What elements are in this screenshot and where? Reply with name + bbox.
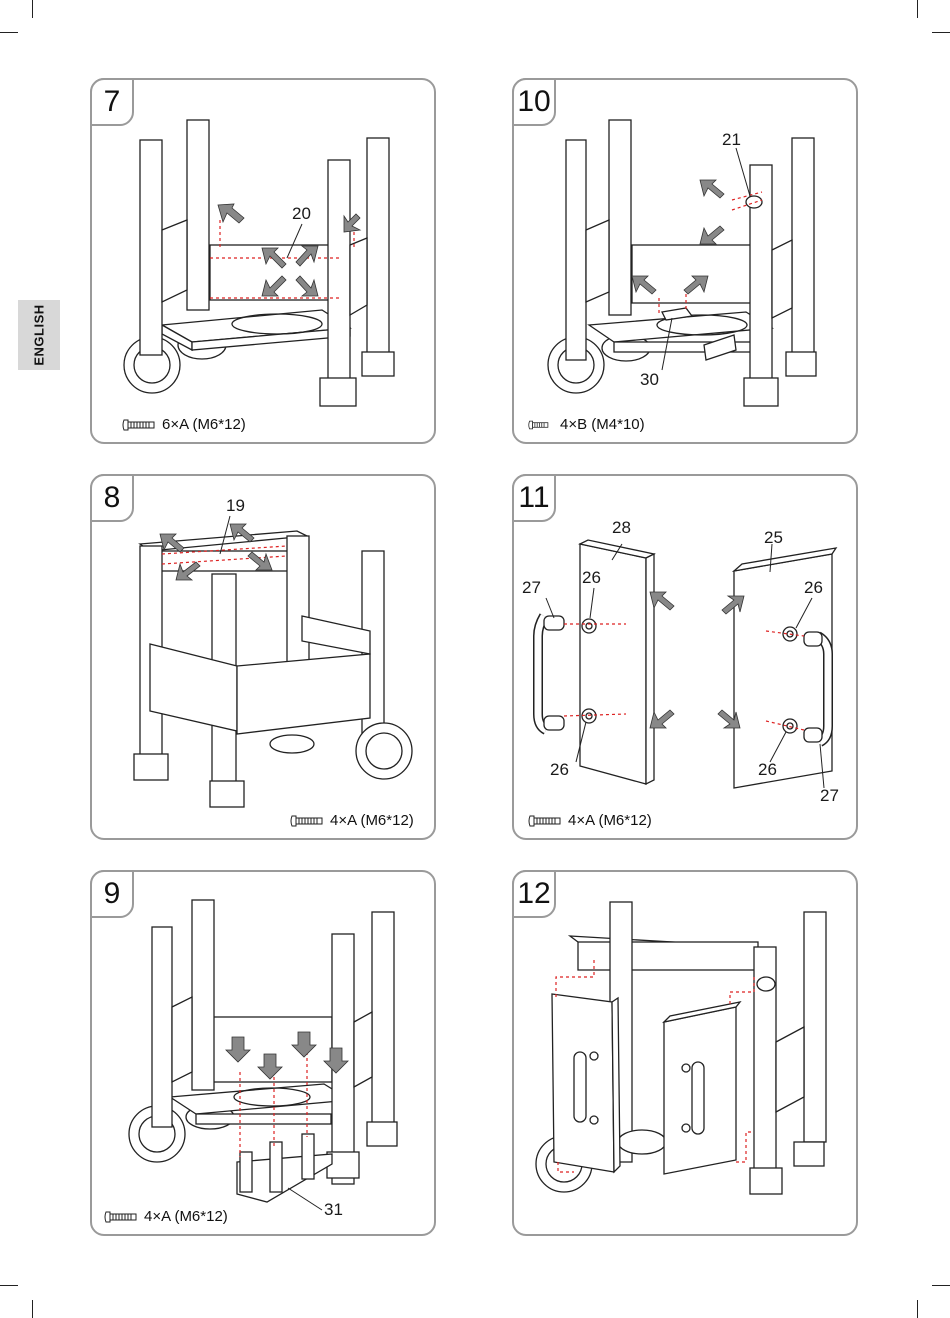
crop-mark <box>0 32 18 33</box>
step-12-illustration <box>514 872 856 1234</box>
crop-mark <box>932 32 950 33</box>
step-11-number: 11 <box>512 474 556 522</box>
step-11-illustration <box>514 476 856 838</box>
screw-icon <box>528 417 554 433</box>
step-9-illustration <box>92 872 434 1234</box>
step-10-panel: 10 21 30 4×B (M4*10) <box>512 78 858 444</box>
part-label-26: 26 <box>758 760 777 780</box>
screw-icon <box>528 813 562 829</box>
step-8-number: 8 <box>90 474 134 522</box>
part-label-19: 19 <box>226 496 245 516</box>
crop-mark <box>917 0 918 18</box>
step-10-illustration <box>514 80 856 442</box>
part-label-25: 25 <box>764 528 783 548</box>
step-7-panel: 7 20 6×A (M6*12) <box>90 78 436 444</box>
part-label-26: 26 <box>582 568 601 588</box>
step-12-number: 12 <box>512 870 556 918</box>
step-7-number: 7 <box>90 78 134 126</box>
step-7-screw-note: 6×A (M6*12) <box>122 416 246 433</box>
crop-mark <box>0 1285 18 1286</box>
step-11-screw-note: 4×A (M6*12) <box>528 812 652 829</box>
step-10-screw-text: 4×B (M4*10) <box>560 416 645 433</box>
step-12-panel: 12 <box>512 870 858 1236</box>
part-label-28: 28 <box>612 518 631 538</box>
part-label-26: 26 <box>550 760 569 780</box>
step-7-illustration <box>92 80 434 442</box>
step-7-screw-text: 6×A (M6*12) <box>162 416 246 433</box>
step-10-number: 10 <box>512 78 556 126</box>
step-8-screw-note: 4×A (M6*12) <box>290 812 414 829</box>
step-11-screw-text: 4×A (M6*12) <box>568 812 652 829</box>
screw-icon <box>290 813 324 829</box>
part-label-27: 27 <box>522 578 541 598</box>
screw-icon <box>122 417 156 433</box>
crop-mark <box>32 0 33 18</box>
crop-mark <box>917 1300 918 1318</box>
language-tab: ENGLISH <box>18 300 60 370</box>
step-9-screw-note: 4×A (M6*12) <box>104 1208 228 1225</box>
part-label-30: 30 <box>640 370 659 390</box>
step-8-illustration <box>92 476 434 838</box>
step-10-screw-note: 4×B (M4*10) <box>528 416 645 433</box>
part-label-21: 21 <box>722 130 741 150</box>
crop-mark <box>32 1300 33 1318</box>
part-label-31: 31 <box>324 1200 343 1220</box>
step-8-screw-text: 4×A (M6*12) <box>330 812 414 829</box>
crop-mark <box>932 1285 950 1286</box>
step-9-number: 9 <box>90 870 134 918</box>
step-9-screw-text: 4×A (M6*12) <box>144 1208 228 1225</box>
language-label: ENGLISH <box>32 304 47 365</box>
part-label-20: 20 <box>292 204 311 224</box>
step-9-panel: 9 31 4×A (M6*12) <box>90 870 436 1236</box>
screw-icon <box>104 1209 138 1225</box>
step-8-panel: 8 19 4×A (M6*12) <box>90 474 436 840</box>
step-11-panel: 11 28 25 27 26 26 26 26 27 4×A (M6*12) <box>512 474 858 840</box>
part-label-27: 27 <box>820 786 839 806</box>
part-label-26: 26 <box>804 578 823 598</box>
